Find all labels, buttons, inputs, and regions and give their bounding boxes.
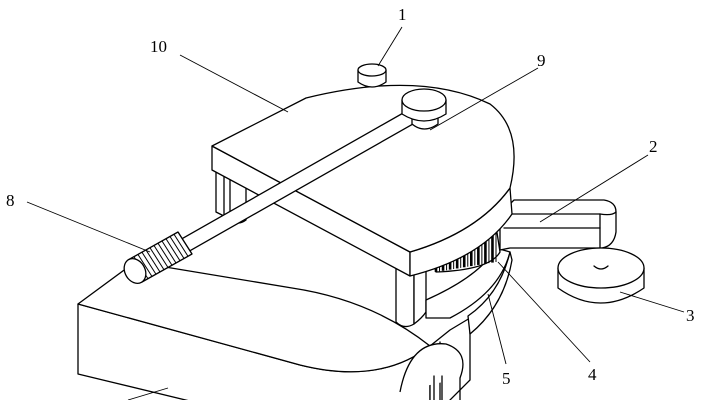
callout-4: 4 <box>588 365 597 384</box>
thread-line <box>145 249 161 273</box>
callout-10: 10 <box>150 37 167 56</box>
thread-line <box>149 247 165 271</box>
top-plate <box>211 84 515 277</box>
pivot-cap <box>401 88 447 130</box>
thread-line <box>173 233 189 257</box>
roller-wheel <box>557 247 645 304</box>
arc-guide-plate <box>425 247 513 335</box>
support-leg-right <box>395 267 427 328</box>
swing-arm <box>499 199 617 251</box>
callout-9: 9 <box>537 51 546 70</box>
thread-line <box>177 231 193 255</box>
thread-line <box>169 236 185 259</box>
thread-line <box>161 240 177 264</box>
callout-1: 1 <box>398 5 407 24</box>
thread-line <box>137 254 153 277</box>
base-block <box>77 261 471 400</box>
thread-line <box>157 242 173 266</box>
top-knob <box>357 63 387 88</box>
callout-3: 3 <box>686 306 695 325</box>
leader-lines <box>26 26 685 400</box>
threaded-handle <box>123 231 193 284</box>
thread-line <box>153 245 169 268</box>
callout-2: 2 <box>649 137 658 156</box>
callout-8: 8 <box>6 191 15 210</box>
callout-labels: 1 2 3 4 5 8 9 10 <box>6 5 695 388</box>
thread-line <box>141 251 157 275</box>
callout-5: 5 <box>502 369 511 388</box>
thread-line <box>165 238 181 262</box>
